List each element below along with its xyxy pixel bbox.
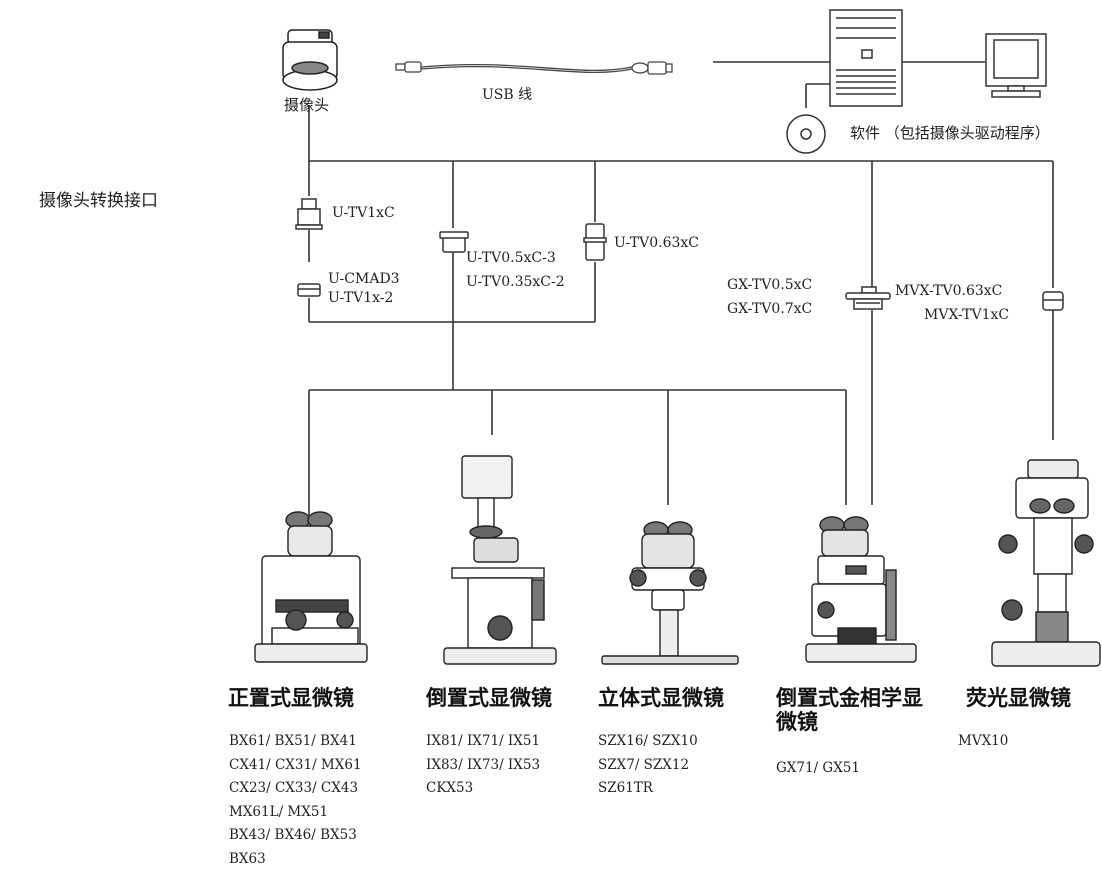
model-item: CX41/ CX31/ MX61	[229, 756, 362, 773]
microscope-title-metallurgical-line1: 倒置式金相学显	[776, 686, 923, 710]
model-item: CX23/ CX33/ CX43	[229, 780, 359, 796]
fluorescence-microscope-icon	[991, 459, 1101, 667]
adapter-label-gx-tv05xc: GX-TV0.5xC	[727, 277, 813, 293]
model-item: IX83/ IX73/ IX53	[426, 756, 541, 773]
model-list-inverted: IX81/ IX71/ IX51 IX83/ IX73/ IX53 CKX53	[426, 730, 540, 801]
mvx-tv-adapter-icon	[1042, 291, 1064, 311]
camera-label: 摄像头	[284, 96, 330, 114]
adapter-section-title: 摄像头转换接口	[39, 191, 158, 211]
model-list-upright: BX61/ BX51/ BX41 CX41/ CX31/ MX61 CX23/ …	[229, 730, 362, 871]
microscope-title-metallurgical-line2: 微镜	[776, 710, 818, 734]
adapter-label-gx-tv07xc: GX-TV0.7xC	[727, 301, 813, 317]
inverted-microscope-icon	[443, 455, 557, 665]
adapter-label-u-tv063xc: U-TV0.63xC	[614, 235, 700, 251]
model-item: BX61/ BX51/ BX41	[229, 733, 357, 749]
microscope-title-stereo: 立体式显微镜	[598, 686, 724, 710]
adapter-label-u-tv035xc-2: U-TV0.35xC-2	[466, 274, 565, 290]
model-item: SZX16/ SZX10	[598, 733, 698, 749]
monitor-icon	[985, 33, 1047, 98]
adapter-label-mvx-tv063xc: MVX-TV0.63xC	[895, 283, 1003, 299]
software-cd-icon	[786, 114, 826, 154]
u-tv1xc-adapter-icon	[295, 198, 323, 230]
model-item: SZX7/ SZX12	[598, 756, 690, 773]
model-item: CKX53	[426, 780, 474, 796]
model-item: MX61L/ MX51	[229, 803, 329, 820]
usb-cable-icon	[395, 61, 673, 75]
adapter-label-mvx-tv1xc: MVX-TV1xC	[924, 307, 1010, 323]
upright-microscope-icon	[254, 511, 368, 663]
model-item: BX63	[229, 850, 266, 867]
metallurgical-microscope-icon	[805, 516, 917, 663]
adapter-label-u-tv05xc-3: U-TV0.5xC-3	[466, 250, 556, 266]
model-item: BX43/ BX46/ BX53	[229, 827, 357, 843]
camera-icon	[282, 29, 338, 91]
u-cmad3-adapter-icon	[297, 283, 321, 297]
adapter-label-u-cmad3: U-CMAD3	[328, 271, 400, 287]
model-item: SZ61TR	[598, 780, 653, 796]
u-tv063xc-adapter-icon	[583, 223, 607, 261]
gx-tv-adapter-icon	[845, 286, 891, 310]
model-list-stereo: SZX16/ SZX10 SZX7/ SZX12 SZ61TR	[598, 730, 698, 801]
model-item: MVX10	[958, 733, 1009, 749]
adapter-label-u-tv1xc: U-TV1xC	[332, 205, 395, 221]
microscope-title-inverted: 倒置式显微镜	[426, 686, 552, 710]
pc-tower-icon	[829, 9, 903, 107]
model-list-fluorescence: MVX10	[958, 730, 1008, 754]
usb-cable-label: USB 线	[482, 87, 533, 103]
microscope-title-fluorescence: 荧光显微镜	[966, 686, 1071, 710]
model-item: GX71/ GX51	[776, 760, 860, 776]
model-item: IX81/ IX71/ IX51	[426, 733, 541, 749]
model-list-metallurgical: GX71/ GX51	[776, 757, 860, 781]
microscope-title-upright: 正置式显微镜	[228, 686, 354, 710]
software-label: 软件 （包括摄像头驱动程序）	[850, 124, 1050, 142]
adapter-label-u-tv1x-2: U-TV1x-2	[328, 290, 394, 306]
stereo-microscope-icon	[601, 521, 739, 665]
u-tv05xc-adapter-icon	[439, 231, 469, 253]
